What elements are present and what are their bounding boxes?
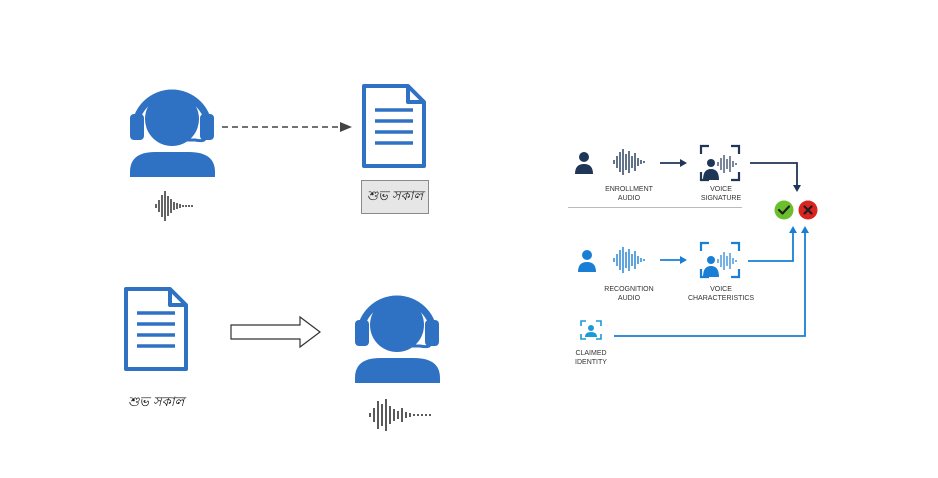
characteristics-to-result-connector [748,226,797,262]
dashed-arrow [222,122,352,132]
voice-signature-label: VOICE SIGNATURE [688,185,754,203]
enrollment-label-line2: AUDIO [617,195,641,202]
claimed-identity-label: CLAIMED IDENTITY [558,349,624,367]
voice-signature-label-line1: VOICE [710,186,732,193]
voice-signature-icon [699,144,741,182]
voice-characteristics-label-line2: CHARACTERISTICS [687,295,755,302]
document-icon-bottom [124,287,188,371]
speaker-headset-icon-bottom [355,295,440,383]
recognition-person-icon [578,250,596,272]
waveform-icon-top [155,191,193,221]
enrollment-person-icon [575,152,593,174]
transcript-text-box: শুভ সকাল [361,180,429,214]
check-icon [774,200,794,220]
voice-characteristics-label: VOICE CHARACTERISTICS [680,285,762,303]
document-icon-top [362,84,426,168]
enrollment-label-line1: ENROLLMENT [605,186,653,193]
speaker-headset-icon-top [130,89,215,177]
enrollment-waveform-icon [613,149,645,175]
claimed-identity-label-line1: CLAIMED [575,350,607,357]
document-label: শুভ সকাল [128,395,185,410]
waveform-icon-bottom [369,399,431,431]
separator-line [568,207,742,208]
recognition-waveform-icon [613,247,645,273]
cross-icon [798,200,818,220]
claimed-identity-label-line2: IDENTITY [575,359,607,366]
identity-to-result-connector [614,226,809,337]
voice-characteristics-label-line1: VOICE [710,286,732,293]
signature-to-result-connector [750,162,801,192]
claimed-identity-icon [580,320,602,340]
recognition-label-line1: RECOGNITION [604,286,654,293]
recognition-audio-label: RECOGNITION AUDIO [596,285,662,303]
voice-characteristics-icon [699,241,741,279]
voice-signature-label-line2: SIGNATURE [700,195,742,202]
enrollment-arrow [660,159,687,167]
recognition-label-line2: AUDIO [617,295,641,302]
hollow-arrow [230,315,321,349]
enrollment-audio-label: ENROLLMENT AUDIO [596,185,662,203]
recognition-arrow [660,256,687,264]
